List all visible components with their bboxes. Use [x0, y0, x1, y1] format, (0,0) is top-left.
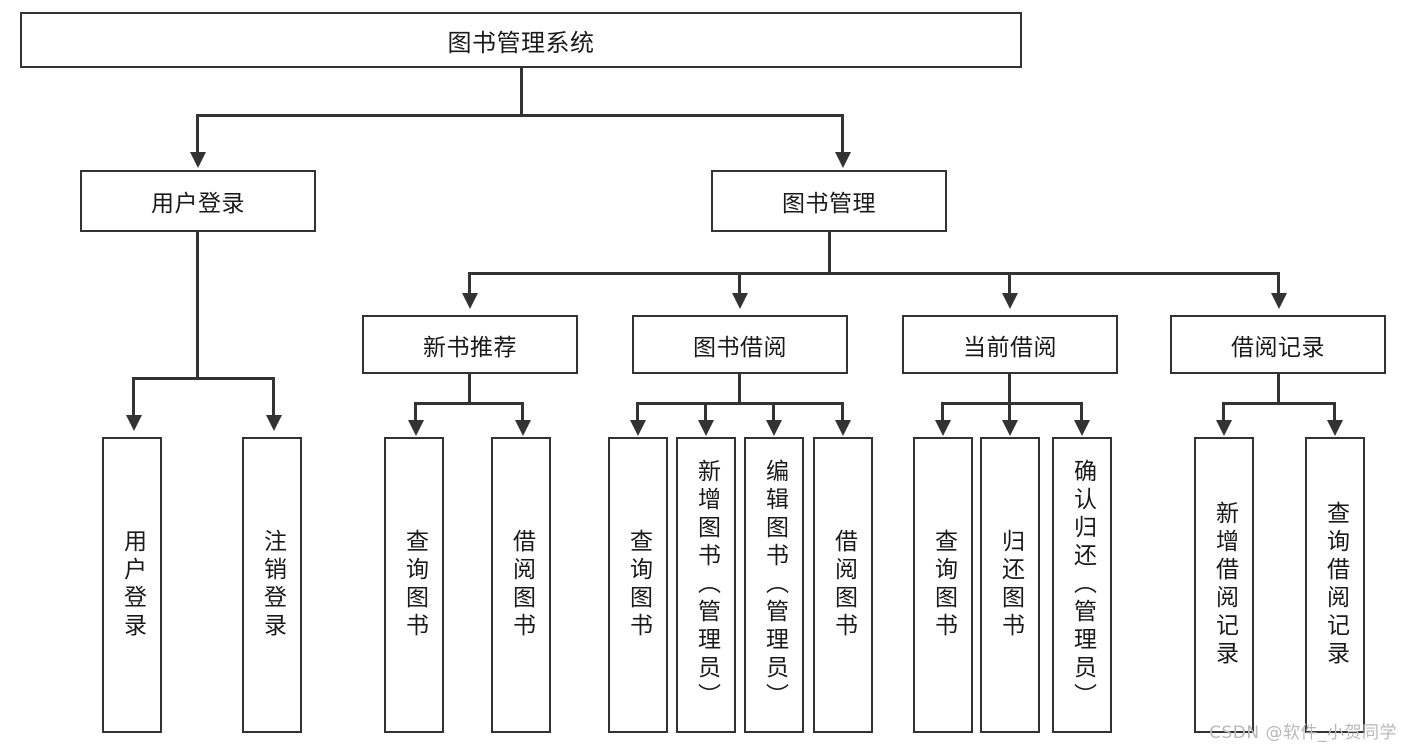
node-current-borrow[interactable]: 当前借阅 [902, 315, 1118, 374]
leaf-query-book-1[interactable]: 查询图书 [384, 437, 444, 733]
edge-br-drop-1 [1222, 402, 1225, 422]
edge-to-book-management [841, 114, 844, 154]
arrowhead-leaf-query-book-1 [407, 420, 424, 436]
edge-user-login-drop-1 [132, 377, 135, 417]
arrowhead-to-borrow-record [1270, 293, 1287, 309]
arrowhead-leaf-query-book-2 [629, 420, 646, 436]
edge-to-book-borrow [738, 272, 741, 295]
leaf-logout[interactable]: 注销登录 [242, 437, 302, 733]
edge-user-login-bus [132, 377, 275, 380]
edge-level1-bus [196, 114, 844, 117]
edge-br-drop-2 [1333, 402, 1336, 422]
edge-new-book-recommend-bus [414, 402, 524, 405]
arrowhead-leaf-add-book [697, 420, 714, 436]
arrowhead-leaf-user-login [125, 415, 142, 431]
arrowhead-leaf-borrow-book-2 [834, 420, 851, 436]
arrowhead-leaf-borrow-book-1 [514, 420, 531, 436]
edge-book-borrow-stem [738, 374, 741, 404]
leaf-user-login[interactable]: 用户登录 [102, 437, 162, 733]
edge-level2-bus [468, 272, 1280, 275]
edge-borrow-record-bus [1222, 402, 1336, 405]
leaf-borrow-book-1[interactable]: 借阅图书 [491, 437, 551, 733]
leaf-query-record[interactable]: 查询借阅记录 [1305, 437, 1365, 733]
arrowhead-to-new-book-recommend [461, 293, 478, 309]
edge-user-login-drop-2 [272, 377, 275, 417]
arrowhead-leaf-edit-book [765, 420, 782, 436]
node-book-borrow[interactable]: 图书借阅 [632, 315, 848, 374]
edge-new-book-recommend-stem [468, 374, 471, 404]
edge-bb-drop-2 [704, 402, 707, 422]
leaf-add-book[interactable]: 新增图书（管理员） [676, 437, 736, 733]
node-new-book-recommend[interactable]: 新书推荐 [362, 315, 578, 374]
edge-user-login-stem [196, 232, 199, 380]
edge-to-borrow-record [1277, 272, 1280, 295]
edge-bb-drop-4 [841, 402, 844, 422]
arrowhead-leaf-query-record [1326, 420, 1343, 436]
arrowhead-to-book-management [834, 152, 851, 168]
node-book-management[interactable]: 图书管理 [711, 170, 947, 232]
leaf-borrow-book-2[interactable]: 借阅图书 [813, 437, 873, 733]
node-borrow-record[interactable]: 借阅记录 [1170, 315, 1386, 374]
arrowhead-to-book-borrow [731, 293, 748, 309]
edge-borrow-record-stem [1277, 374, 1280, 404]
node-user-login[interactable]: 用户登录 [80, 170, 316, 232]
edge-to-current-borrow [1008, 272, 1011, 295]
leaf-query-book-2[interactable]: 查询图书 [608, 437, 668, 733]
node-root-book-management-system[interactable]: 图书管理系统 [20, 12, 1022, 68]
arrowhead-leaf-logout [265, 415, 282, 431]
edge-cb-drop-1 [941, 402, 944, 422]
arrowhead-leaf-query-book-3 [934, 420, 951, 436]
edge-cb-drop-2 [1008, 402, 1011, 422]
edge-bb-drop-1 [636, 402, 639, 422]
leaf-confirm-return[interactable]: 确认归还（管理员） [1052, 437, 1112, 733]
edge-to-new-book-recommend [468, 272, 471, 295]
edge-current-borrow-bus [941, 402, 1083, 405]
edge-nbr-drop-2 [521, 402, 524, 422]
arrowhead-leaf-return-book [1001, 420, 1018, 436]
edge-book-management-stem [828, 232, 831, 274]
leaf-query-book-3[interactable]: 查询图书 [913, 437, 973, 733]
edge-book-borrow-bus [636, 402, 844, 405]
arrowhead-leaf-add-record [1215, 420, 1232, 436]
arrowhead-to-user-login [189, 152, 206, 168]
edge-to-user-login [196, 114, 199, 154]
edge-current-borrow-stem [1008, 374, 1011, 404]
arrowhead-to-current-borrow [1001, 293, 1018, 309]
edge-nbr-drop-1 [414, 402, 417, 422]
edge-root-stem [519, 68, 523, 115]
arrowhead-leaf-confirm-return [1073, 420, 1090, 436]
leaf-add-record[interactable]: 新增借阅记录 [1194, 437, 1254, 733]
edge-cb-drop-3 [1080, 402, 1083, 422]
leaf-return-book[interactable]: 归还图书 [980, 437, 1040, 733]
edge-bb-drop-3 [772, 402, 775, 422]
leaf-edit-book[interactable]: 编辑图书（管理员） [744, 437, 804, 733]
